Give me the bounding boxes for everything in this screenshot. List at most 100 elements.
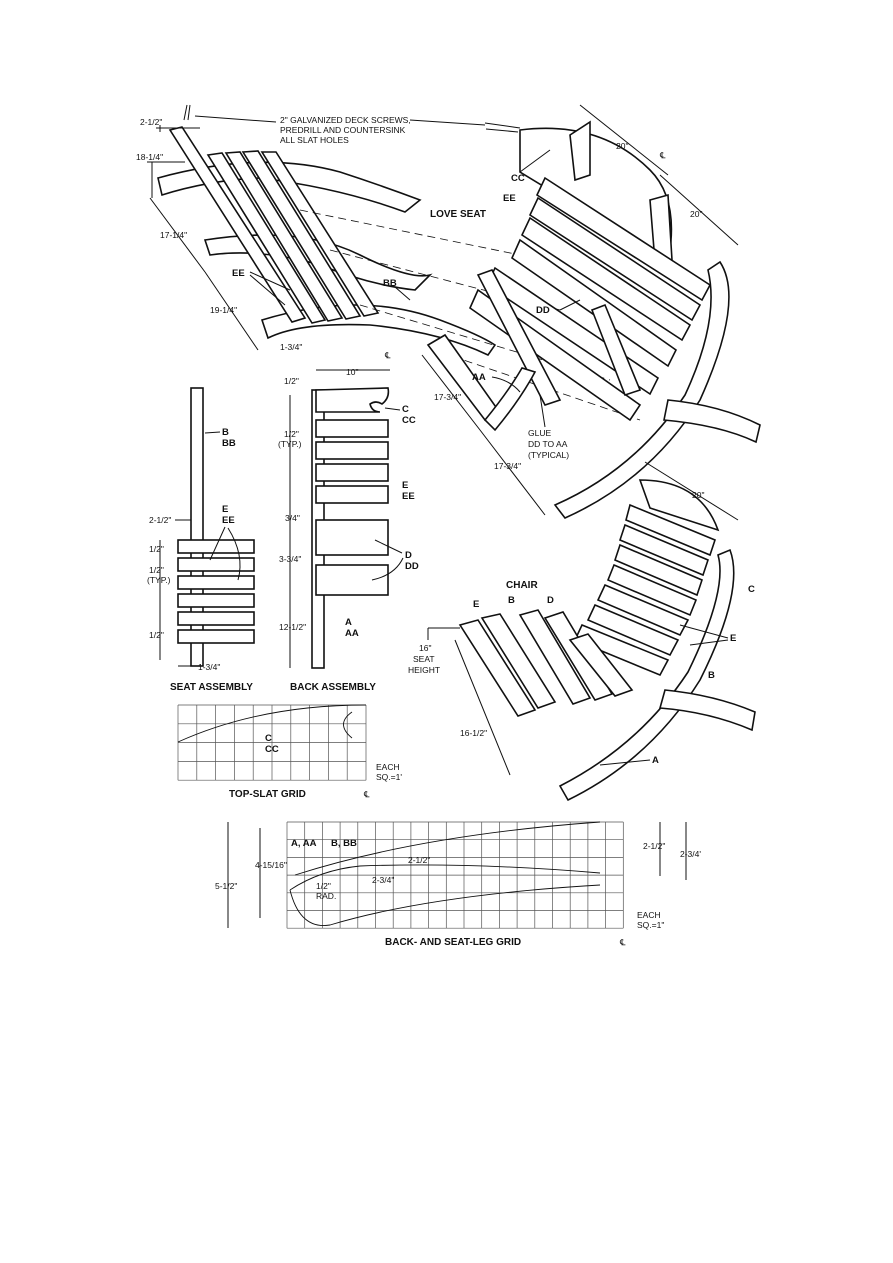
leg-curve-lower	[289, 884, 601, 927]
love-seat-back-leg-left	[569, 120, 591, 182]
dim-20-a: 20"	[616, 141, 628, 151]
label-leg-b: B, BB	[331, 838, 357, 849]
label-dd: DD	[536, 305, 550, 316]
rad-label: RAD.	[316, 891, 336, 901]
label-bb-seatasm: BB	[222, 438, 236, 449]
height-label: HEIGHT	[408, 665, 440, 675]
seat-slat-e-3	[177, 575, 255, 590]
leg-grid-note-1: EACH	[637, 910, 661, 920]
label-cc: CC	[511, 173, 525, 184]
love-seat-seat-drawing: 2-1/2" 18-1/4" 17-1/4" 19-1/4" 1-3/4" EE…	[136, 117, 497, 357]
dim-1-2-seatasm-c: 1/2"	[149, 630, 164, 640]
glue-note-2: DD TO AA	[528, 439, 568, 449]
top-slat-c	[315, 387, 390, 413]
dim-12-1-2-back: 12-1/2"	[279, 622, 306, 632]
centerline-love: ℄	[659, 150, 666, 160]
screws-note-line-3: ALL SLAT HOLES	[280, 135, 349, 145]
dim-20-chair-line	[644, 461, 739, 521]
label-a-chair: A	[652, 755, 659, 766]
dim-1-2-back: 1/2"	[284, 376, 299, 386]
cc-leader	[519, 149, 551, 173]
chair-back-slat-6	[586, 603, 680, 657]
label-cc-back: CC	[402, 415, 416, 426]
label-ee-seatasm: EE	[222, 515, 235, 526]
dim-5-1-2-leg: 5-1/2"	[215, 881, 237, 891]
seat-slat-e-2	[177, 557, 255, 572]
leg-curve-middle	[289, 864, 601, 891]
chair-seat-slat-5	[568, 633, 634, 697]
seat-slat-e-4	[177, 593, 255, 608]
chair-drawing: CHAIR E B D C E B A 20" 16" SEAT HEIGHT …	[408, 461, 756, 802]
chair-top-slat	[638, 479, 720, 532]
love-seat-back-leg-aa	[553, 260, 730, 519]
leg-grid-note-2: SQ.=1"	[637, 920, 664, 930]
dim-1-2-seatasm-b: 1/2"	[149, 565, 164, 575]
dim-20-chair: 20"	[692, 490, 704, 500]
seat-slat-e-6	[177, 629, 255, 644]
seat-leg-support	[483, 367, 537, 432]
chair-back-leg-a	[558, 548, 735, 802]
dim-2-1-2-leg: 2-1/2"	[408, 855, 430, 865]
label-e-back: E	[402, 480, 408, 491]
d-leaders	[371, 539, 404, 581]
dim-typ-seatasm: (TYP.)	[147, 575, 171, 585]
back-slat-e-4	[315, 485, 389, 504]
love-seat-seat-leg-bb	[663, 399, 761, 444]
screws-leader-right	[409, 119, 486, 126]
dim-18-1-4-label: 18-1/4"	[136, 152, 163, 162]
dd-brace-right	[590, 303, 642, 396]
dim-3-4-back: 3/4"	[285, 513, 300, 523]
dim-1-2-seatasm: 1/2"	[149, 544, 164, 554]
chair-seat-slat-3	[518, 609, 592, 705]
a-chair-leader	[599, 759, 651, 766]
dim-20-lines	[579, 104, 739, 246]
seat-slat-3	[224, 151, 344, 322]
dd-brace-left	[476, 269, 562, 406]
dim-17-3-4-b: 17-3/4"	[494, 461, 521, 471]
label-cc-grid: CC	[265, 744, 279, 755]
centerline-grid: ℄	[363, 789, 370, 799]
label-d-chair: D	[547, 595, 554, 606]
dim-19-1-4-label: 19-1/4"	[210, 305, 237, 315]
love-seat-drawing: CC EE LOVE SEAT DD AA GLUE DD TO AA (TYP…	[421, 104, 761, 519]
seat-slat-e-5	[177, 611, 255, 626]
ee-leaders	[249, 271, 291, 306]
chair-back-slat-5	[596, 583, 690, 637]
label-ee-back: EE	[402, 491, 415, 502]
dim-16-1-2-chair: 16-1/2"	[460, 728, 487, 738]
back-slat-e-3	[315, 463, 389, 482]
dim-2-3-4-leg: 2-3/4"	[372, 875, 394, 885]
top-slat-grid-title: TOP-SLAT GRID	[229, 789, 306, 800]
dim-17-3-4-lines	[421, 354, 546, 516]
label-ee-seat: EE	[232, 268, 245, 279]
label-aa: AA	[472, 372, 486, 383]
leg-curve-upper	[294, 821, 601, 876]
dim-17-1-4	[149, 197, 206, 273]
seat-assembly-title: SEAT ASSEMBLY	[170, 682, 253, 693]
back-slat-d-2	[315, 564, 389, 596]
screws-leader-left	[194, 115, 277, 123]
label-c-grid: C	[265, 733, 272, 744]
dim-1-3-4-label: 1-3/4"	[280, 342, 302, 352]
chair-seat-slat-2	[480, 613, 557, 709]
screws-note: 2" GALVANIZED DECK SCREWS, PREDRILL AND …	[183, 104, 521, 145]
screws-note-line-2: PREDRILL AND COUNTERSINK	[280, 125, 406, 135]
leg-dim-lines-right	[659, 822, 687, 880]
label-ee-love: EE	[503, 193, 516, 204]
back-assembly-drawing: 10" ℄ 1/2" 1/2" (TYP.) 3/4" 3-3/4" 12-1/…	[278, 350, 419, 693]
grid-note-1: EACH	[376, 762, 400, 772]
back-slat-4	[510, 238, 678, 368]
aa-leader	[491, 376, 521, 393]
c-leader	[384, 407, 401, 411]
dim-17-1-4-label: 17-1/4"	[160, 230, 187, 240]
b-leader	[204, 431, 221, 434]
label-c-chair: C	[748, 584, 755, 595]
chair-seat-leg-b	[658, 689, 756, 732]
leg-grid: A, AA B, BB 2-1/2" 2-3/4" 1/2" RAD. 4-15…	[215, 821, 701, 948]
dim-1-2-rad: 1/2"	[316, 881, 331, 891]
label-d-back: D	[405, 550, 412, 561]
chair-back-slat-2	[619, 523, 709, 577]
screws-note-line-1: 2" GALVANIZED DECK SCREWS,	[280, 115, 411, 125]
glue-leader	[539, 394, 546, 428]
back-slat-3	[520, 216, 692, 342]
